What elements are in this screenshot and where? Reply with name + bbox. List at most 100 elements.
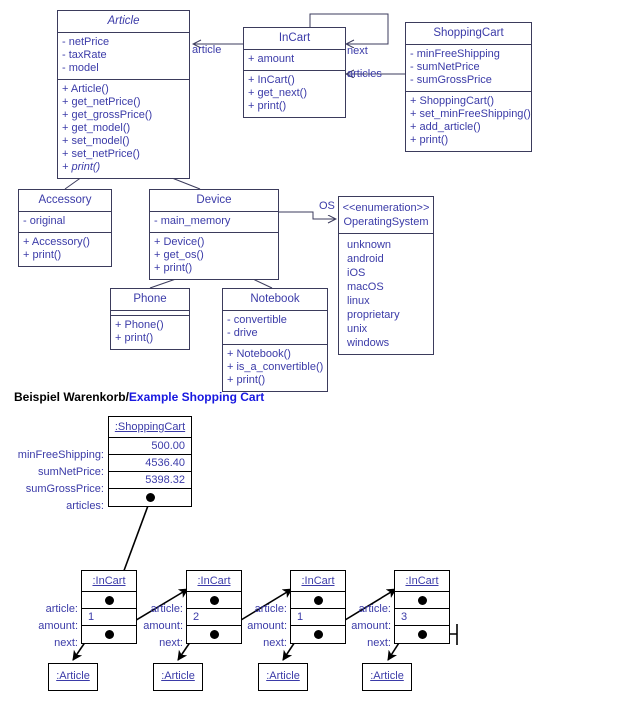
class-notebook-attributes: - convertible - drive xyxy=(223,311,327,345)
enum-literal: unix xyxy=(347,323,368,335)
link-dot-next xyxy=(418,630,427,639)
class-device-attributes: - main_memory xyxy=(150,212,278,233)
section-heading-de: Beispiel Warenkorb/ xyxy=(14,390,129,404)
object-incart-2[interactable]: :InCart 2 xyxy=(186,570,242,644)
operation: + print() xyxy=(23,249,62,261)
link-dot-article xyxy=(418,596,427,605)
operation: + get_grossPrice() xyxy=(62,109,153,121)
enumeration-operatingsystem[interactable]: <<enumeration>> OperatingSystem unknown … xyxy=(338,196,434,355)
object-incart-3-slot-next xyxy=(291,626,345,643)
class-notebook[interactable]: Notebook - convertible - drive + Noteboo… xyxy=(222,288,328,392)
object-shoppingcart[interactable]: :ShoppingCart 500.00 4536.40 5398.32 xyxy=(108,416,192,507)
object-article-1[interactable]: :Article xyxy=(48,663,98,691)
link-dot-article xyxy=(210,596,219,605)
class-device-title: Device xyxy=(150,190,278,212)
object-incart-4-slot-next xyxy=(395,626,449,643)
operation: + set_minFreeShipping() xyxy=(410,108,531,120)
attribute: - original xyxy=(23,215,66,227)
link-dot-next xyxy=(105,630,114,639)
link-dot-article xyxy=(314,596,323,605)
attribute: - main_memory xyxy=(154,215,231,227)
slot-label-incart-1-article: article: xyxy=(45,603,78,615)
class-incart-operations: + InCart() + get_next() + print() xyxy=(244,71,345,117)
slot-label-incart-3-amount: amount: xyxy=(247,620,287,632)
object-incart-3-slot-amount: 1 xyxy=(291,609,345,626)
object-article-2-title: :Article xyxy=(161,670,195,682)
object-incart-2-title: :InCart xyxy=(187,571,241,592)
enum-literal: linux xyxy=(347,295,370,307)
slot-label-incart-3-next: next: xyxy=(263,637,287,649)
enum-literal: macOS xyxy=(347,281,384,293)
attribute: - netPrice xyxy=(62,36,110,48)
attribute: - drive xyxy=(227,327,258,339)
enumeration-header: <<enumeration>> OperatingSystem xyxy=(339,197,433,234)
attribute: - sumNetPrice xyxy=(410,61,480,73)
class-phone-attributes xyxy=(111,311,189,316)
slot-label-incart-4-next: next: xyxy=(367,637,391,649)
object-incart-3[interactable]: :InCart 1 xyxy=(290,570,346,644)
slot-label-incart-2-amount: amount: xyxy=(143,620,183,632)
object-incart-1-slot-next xyxy=(82,626,136,643)
object-incart-4-title: :InCart xyxy=(395,571,449,592)
class-incart-attributes: + amount xyxy=(244,50,345,71)
class-accessory[interactable]: Accessory - original + Accessory() + pri… xyxy=(18,189,112,267)
slot-label-incart-1-next: next: xyxy=(54,637,78,649)
object-article-4[interactable]: :Article xyxy=(362,663,412,691)
operation: + is_a_convertible() xyxy=(227,361,324,373)
object-slot-articles xyxy=(109,489,191,506)
slot-label-incart-4-amount: amount: xyxy=(351,620,391,632)
object-article-3-title: :Article xyxy=(266,670,300,682)
link-dot-next xyxy=(210,630,219,639)
object-incart-1[interactable]: :InCart 1 xyxy=(81,570,137,644)
operation: + Article() xyxy=(62,83,109,95)
class-shoppingcart[interactable]: ShoppingCart - minFreeShipping - sumNetP… xyxy=(405,22,532,152)
slot-label-incart-3-article: article: xyxy=(254,603,287,615)
attribute: - convertible xyxy=(227,314,287,326)
operation: + print() xyxy=(410,134,449,146)
object-article-4-title: :Article xyxy=(370,670,404,682)
class-phone-operations: + Phone() + print() xyxy=(111,316,189,349)
class-phone[interactable]: Phone + Phone() + print() xyxy=(110,288,190,350)
class-article[interactable]: Article - netPrice - taxRate - model + A… xyxy=(57,10,190,179)
operation: + print() xyxy=(115,332,154,344)
object-incart-4[interactable]: :InCart 3 xyxy=(394,570,450,644)
operation: + Accessory() xyxy=(23,236,90,248)
object-incart-1-title: :InCart xyxy=(82,571,136,592)
operation: + get_os() xyxy=(154,249,204,261)
object-incart-4-slot-amount: 3 xyxy=(395,609,449,626)
role-label-os: OS xyxy=(319,200,335,212)
class-incart[interactable]: InCart + amount + InCart() + get_next() … xyxy=(243,27,346,118)
slot-label-incart-2-article: article: xyxy=(150,603,183,615)
enumeration-name: OperatingSystem xyxy=(343,216,429,228)
object-slot-minfreeshipping: 500.00 xyxy=(109,438,191,455)
class-accessory-operations: + Accessory() + print() xyxy=(19,233,111,266)
attribute: - sumGrossPrice xyxy=(410,74,492,86)
object-article-2[interactable]: :Article xyxy=(153,663,203,691)
link-dot-articles xyxy=(146,493,155,502)
object-incart-4-slot-article xyxy=(395,592,449,609)
slot-label-sumnetprice: sumNetPrice: xyxy=(37,466,104,478)
class-accessory-title: Accessory xyxy=(19,190,111,212)
operation: + Notebook() xyxy=(227,348,291,360)
object-incart-3-slot-article xyxy=(291,592,345,609)
operation: + print() xyxy=(227,374,266,386)
operation: + set_netPrice() xyxy=(62,148,140,160)
object-slot-sumgrossprice: 5398.32 xyxy=(109,472,191,489)
enum-literal: android xyxy=(347,253,384,265)
enum-literal: unknown xyxy=(347,239,392,251)
slot-label-minfreeshipping: minFreeShipping: xyxy=(17,449,104,461)
class-device[interactable]: Device - main_memory + Device() + get_os… xyxy=(149,189,279,280)
slot-label-sumgrossprice: sumGrossPrice: xyxy=(25,483,104,495)
operation: + InCart() xyxy=(248,74,295,86)
object-shoppingcart-title: :ShoppingCart xyxy=(109,417,191,438)
class-shoppingcart-operations: + ShoppingCart() + set_minFreeShipping()… xyxy=(406,92,531,151)
object-article-3[interactable]: :Article xyxy=(258,663,308,691)
class-article-attributes: - netPrice - taxRate - model xyxy=(58,33,189,80)
role-label-articles: articles xyxy=(347,68,382,80)
slot-label-incart-4-article: article: xyxy=(358,603,391,615)
object-article-1-title: :Article xyxy=(56,670,90,682)
class-device-operations: + Device() + get_os() + print() xyxy=(150,233,278,279)
enum-literal: windows xyxy=(347,337,390,349)
operation: + print() xyxy=(154,262,193,274)
